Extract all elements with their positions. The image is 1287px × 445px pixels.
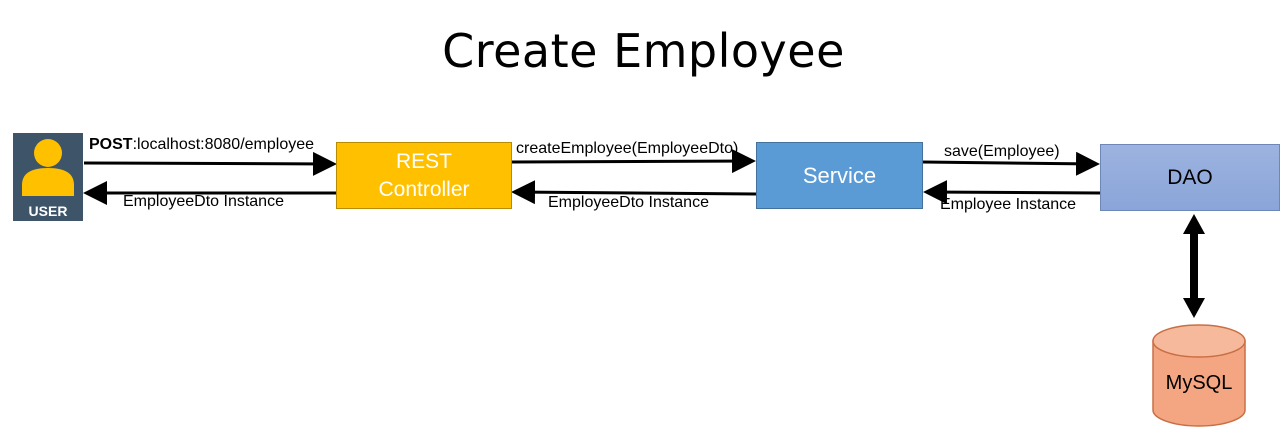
request-url-label: :localhost:8080/employee — [132, 136, 315, 153]
http-method-label: POST — [89, 136, 133, 153]
arrow-dao-database-bidirectional — [1183, 214, 1205, 318]
user-label: USER — [28, 203, 68, 219]
diagram-title: Create Employee — [442, 24, 845, 78]
arrow-dao-to-service — [923, 180, 1101, 205]
edge-label-save-call: save(Employee) — [944, 143, 1060, 160]
user-actor: USER — [13, 133, 83, 221]
arrow-controller-to-service — [511, 149, 756, 174]
service-box: Service — [756, 142, 923, 209]
rest-controller-label-line2: Controller — [378, 177, 470, 201]
arrow-user-to-controller — [83, 151, 337, 176]
user-icon — [22, 139, 74, 196]
service-label: Service — [802, 162, 877, 188]
edge-label-service-response: EmployeeDto Instance — [548, 194, 709, 211]
arrow-service-to-dao — [922, 151, 1100, 176]
rest-controller-label-line1: REST — [395, 149, 452, 173]
edge-label-post-request: POST:localhost:8080/employee — [89, 136, 314, 154]
edge-label-dao-response: Employee Instance — [940, 196, 1077, 213]
edge-label-controller-response: EmployeeDto Instance — [123, 193, 284, 210]
rest-controller-box: REST Controller — [336, 142, 512, 209]
dao-label: DAO — [1167, 165, 1213, 189]
arrow-service-to-controller — [511, 180, 757, 205]
dao-box: DAO — [1100, 144, 1280, 211]
edge-label-create-employee-call: createEmployee(EmployeeDto) — [516, 140, 739, 157]
database-label: MySQL — [1165, 372, 1233, 394]
database-cylinder-icon — [1152, 324, 1246, 427]
